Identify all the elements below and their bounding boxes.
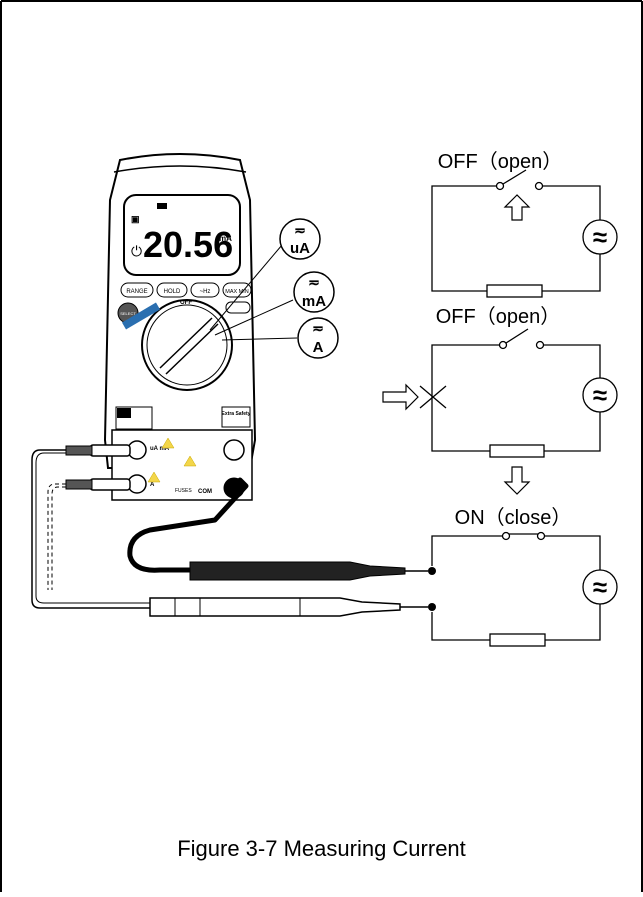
warning-icon: [147, 471, 161, 483]
dial-knob: [141, 299, 233, 391]
jack-ua-ma-label: uA mA: [150, 446, 170, 452]
lcd-screen: [123, 194, 241, 276]
select-button-label: SELECT: [120, 311, 136, 316]
lcd-reading: 20.56: [143, 224, 233, 265]
circuit-open-2: OFF（open） ≈: [382, 305, 618, 495]
ac-source: [582, 377, 618, 413]
callout-ua-unit: uA: [290, 240, 310, 257]
ac-source-symbol: ≈: [593, 380, 607, 410]
figure-caption: Figure 3-7 Measuring Current: [177, 836, 466, 861]
alt-lead-wire: [47, 483, 66, 590]
hz-button-label: ~Hz: [200, 289, 211, 295]
lead-boot-upper: [65, 445, 93, 456]
ac-source-symbol: ≈: [593, 222, 607, 252]
callout-ua: [279, 218, 321, 260]
callout-a-symbol: ≂: [312, 320, 324, 336]
black-probe-body: [189, 561, 406, 581]
dial-blue-band: [121, 302, 161, 330]
resistor: [489, 444, 545, 458]
circuit-2-label: OFF（open）: [436, 305, 560, 328]
lcd-unit: mA: [219, 234, 232, 243]
jack-com-label: COM: [198, 489, 212, 495]
switch-terminal: [535, 340, 545, 350]
ac-source: [582, 569, 618, 605]
dial-off-label: OFF: [180, 300, 192, 306]
hz-button: [190, 282, 220, 298]
break-mark: [419, 385, 447, 409]
circuit-1-label: OFF（open）: [438, 150, 562, 173]
lead-plug-lower: [89, 478, 131, 491]
jack-v-ohm: [223, 439, 245, 461]
test-leads: [31, 444, 436, 617]
probe-contact-2: [428, 603, 436, 611]
range-button: [120, 282, 154, 298]
switch-terminal: [501, 531, 511, 541]
ac-source-symbol: ≈: [593, 572, 607, 602]
ac-source: [582, 219, 618, 255]
resistor: [489, 633, 546, 647]
callout-ua-symbol: ≂: [294, 222, 306, 238]
lcd-indicator: [157, 203, 167, 209]
dial-pointer: [159, 317, 219, 375]
circuit-3-label: ON（close）: [455, 506, 572, 529]
callout-line-ua: [209, 244, 283, 331]
callout-a: [297, 317, 339, 359]
right-arrow-icon: [382, 383, 419, 411]
callout-line-a: [221, 337, 298, 341]
red-lead-wire-edge: [35, 452, 150, 604]
callout-line-ma: [214, 299, 294, 336]
switch-terminal: [534, 181, 544, 191]
lcd-annunciator: ▣: [131, 214, 140, 224]
switch-terminal: [536, 531, 546, 541]
up-arrow-icon: [503, 194, 531, 221]
warning-icon: [183, 455, 197, 467]
safety-badge: [221, 406, 251, 428]
jack-a-label: A: [150, 482, 155, 488]
maxmin-button-label: MAX MIN: [225, 289, 249, 295]
warning-icon: [161, 437, 175, 449]
hold-button: [156, 282, 188, 298]
switch-lever: [505, 328, 529, 344]
black-lead-wire: [127, 477, 249, 573]
switch-terminal: [495, 181, 505, 191]
callout-a-unit: A: [313, 339, 324, 356]
probe-contact-1: [428, 567, 436, 575]
red-lead-wire: [31, 449, 150, 609]
white-probe-body: [149, 597, 401, 617]
resistor: [486, 284, 543, 298]
lead-boot-lower: [65, 479, 93, 490]
maxmin-button: [222, 282, 252, 298]
callout-ma-symbol: ≂: [308, 274, 320, 290]
hold-button-label: HOLD: [164, 289, 181, 295]
down-arrow-icon: [503, 466, 531, 495]
switch-terminal: [498, 340, 508, 350]
callout-ma: [293, 271, 335, 313]
safety-badge-label: Extra Safety: [222, 411, 251, 417]
fuses-label: FUSES: [175, 488, 192, 494]
switch-lever: [502, 169, 527, 185]
callout-ma-unit: mA: [302, 293, 326, 310]
circuit-closed: ON（close） ≈: [431, 506, 618, 647]
multimeter: ▣ ⏻ 20.56 mA RANGE HOLD ~Hz MAX MIN SELE…: [103, 153, 257, 501]
rotary-dial: OFF: [121, 299, 233, 391]
lead-plug-upper: [89, 444, 131, 457]
power-icon: ⏻: [131, 243, 142, 259]
circuit-open-1: OFF（open） ≈: [431, 150, 618, 298]
range-callouts: ≂ uA ≂ mA ≂ A: [209, 218, 339, 359]
range-button-label: RANGE: [126, 289, 147, 295]
